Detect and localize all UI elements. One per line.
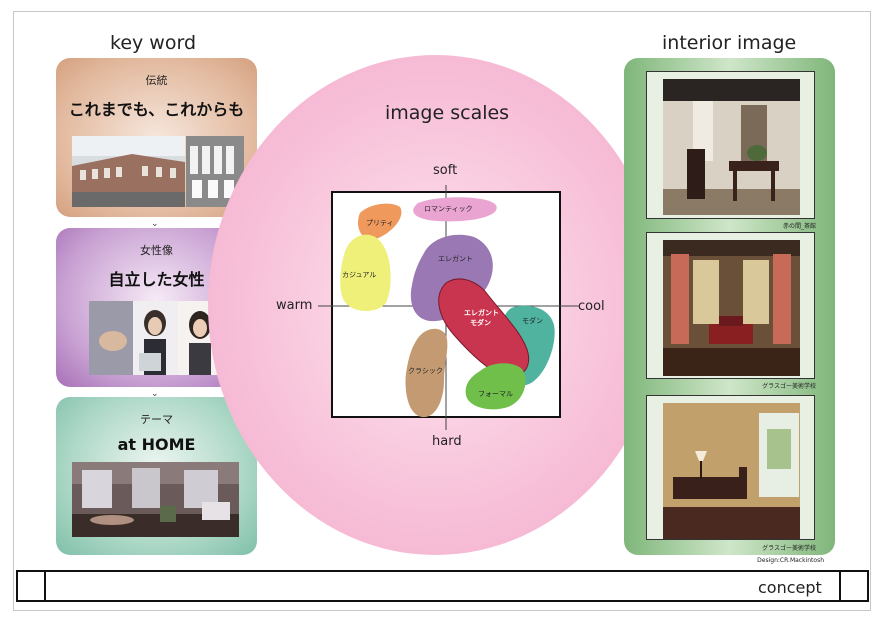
keyword-headline: これまでも、これからも: [68, 100, 245, 119]
building-photo: [72, 136, 185, 207]
chevron-down-icon: ⌄: [151, 219, 159, 229]
region-label-romantic: ロマンティック: [424, 205, 473, 213]
region-romantic: [413, 197, 497, 222]
concept-label: concept: [758, 578, 822, 597]
keyword-card-theme: テーマ at HOME: [56, 397, 257, 555]
region-label-formal: フォーマル: [478, 390, 513, 398]
page-frame: [13, 11, 871, 611]
region-label-elegant-modern: エレガントモダン: [464, 308, 499, 327]
keyword-headline: at HOME: [117, 435, 196, 454]
keyword-title: key word: [110, 32, 197, 54]
region-casual: [340, 234, 391, 311]
region-label-classic: クラシック: [408, 367, 443, 375]
design-credit: Design:CR.Mackintosh: [757, 557, 824, 564]
interior-image-frame: [646, 395, 815, 540]
region-formal: [465, 363, 526, 410]
interior-title: interior image: [662, 32, 797, 54]
region-label-elegant-modern-line2: モダン: [470, 318, 491, 327]
concept-bar: [16, 570, 869, 602]
axis-label-right: cool: [578, 299, 605, 314]
keyword-category: 伝統: [145, 74, 168, 87]
interior-image-frame: [646, 71, 815, 219]
region-label-elegant-modern-line1: エレガント: [464, 308, 499, 317]
axis-label-bottom: hard: [432, 434, 462, 449]
curtain-room-photo: [663, 240, 800, 376]
region-pretty: [357, 203, 402, 240]
region-label-casual: カジュアル: [342, 271, 376, 279]
image-scale-chart: ロマンティック プリティ カジュアル エレガント モダン エレガントモダン クラ…: [318, 185, 580, 430]
keyword-headline: 自立した女性: [108, 270, 205, 289]
region-label-modern: モダン: [522, 316, 543, 325]
keyword-category: テーマ: [140, 413, 173, 426]
chevron-down-icon: ⌄: [151, 389, 159, 399]
region-label-pretty: プリティ: [366, 219, 394, 227]
home-interior-photo: [72, 462, 239, 537]
businesswoman-photo: [89, 301, 222, 375]
keyword-card-tradition: 伝統 これまでも、これからも: [56, 58, 257, 217]
axis-label-left: warm: [276, 298, 313, 313]
region-label-elegant: エレガント: [438, 254, 473, 263]
scales-title: image scales: [385, 102, 510, 124]
axis-label-top: soft: [433, 163, 458, 178]
interior-image-frame: [646, 232, 815, 379]
bedroom-photo: [663, 403, 800, 539]
concept-bar-left-cap: [16, 570, 46, 602]
interior-caption: 赤の間_茶館: [782, 223, 816, 230]
concept-bar-right-cap: [839, 570, 869, 602]
keyword-category: 女性像: [140, 244, 173, 257]
tea-room-photo: [663, 79, 800, 215]
interior-caption: グラスゴー美術学校: [762, 383, 816, 390]
region-classic: [405, 328, 448, 418]
interior-caption: グラスゴー美術学校: [762, 545, 816, 552]
